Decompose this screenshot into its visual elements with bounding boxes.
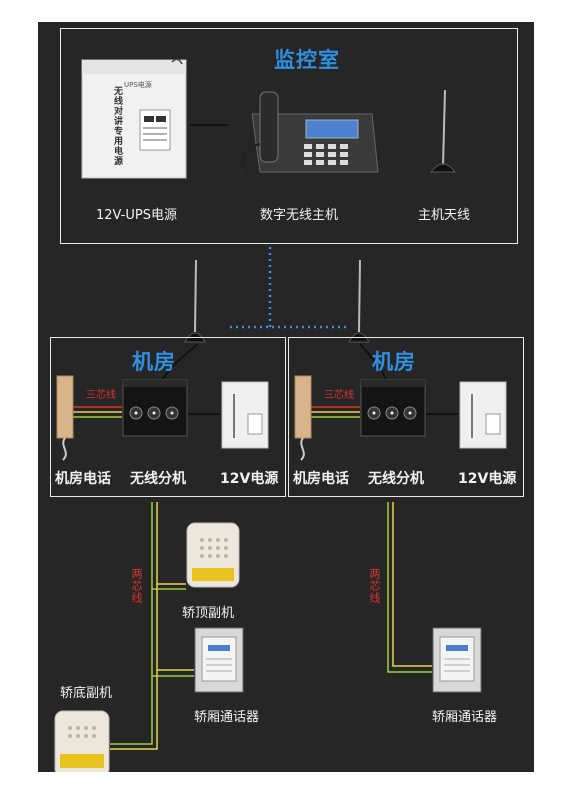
two-core-label-left: 两芯线: [130, 568, 143, 604]
machine-room-right-title: 机房: [372, 350, 416, 374]
machine-room-left-frame: [50, 337, 286, 497]
ups-label: 12V-UPS电源: [96, 208, 177, 223]
machine-room-phone-left: [55, 374, 77, 464]
pit-unit-label: 轿底副机: [60, 686, 113, 701]
three-core-label-right: 三芯线: [324, 390, 354, 401]
car-intercom-label-left: 轿厢通话器: [194, 710, 260, 725]
left-wire-yellow-pit: [110, 670, 158, 750]
antenna-label: 主机天线: [418, 208, 471, 223]
car-intercom-left: [194, 627, 244, 693]
wireless-extension-right: [360, 379, 426, 437]
wireless-host-device: [232, 84, 380, 180]
power-supply-right: [458, 378, 508, 450]
left-wire-yellow-car: [156, 584, 194, 671]
three-core-label-left: 三芯线: [86, 390, 116, 401]
wiring-layer: [71, 124, 458, 750]
left-wire-yellow-top: [156, 502, 186, 585]
right-wire-yellow: [392, 502, 432, 667]
machine-phone-label-left: 机房电话: [55, 471, 111, 487]
machine-room-left-title: 机房: [132, 350, 176, 374]
machine-room-antenna-right: [344, 258, 374, 344]
power-label-right: 12V电源: [458, 471, 517, 487]
pit-unit: [54, 710, 110, 772]
car-top-unit: [186, 522, 240, 588]
ups-brand-text: UPS电源: [124, 81, 152, 89]
car-intercom-right: [432, 627, 482, 693]
wireless-extension-left: [122, 379, 188, 437]
machine-room-antenna-left: [180, 258, 210, 344]
car-top-label: 轿顶副机: [182, 606, 235, 621]
host-label: 数字无线主机: [260, 208, 339, 223]
power-supply-left: [220, 378, 270, 450]
machine-room-right-frame: [288, 337, 524, 497]
extension-label-right: 无线分机: [368, 471, 424, 487]
host-antenna-device: [423, 86, 463, 178]
power-label-left: 12V电源: [220, 471, 279, 487]
two-core-label-right: 两芯线: [368, 568, 381, 604]
car-intercom-label-right: 轿厢通话器: [432, 710, 498, 725]
left-wire-green-pit: [110, 676, 153, 745]
control-room-frame: [60, 28, 518, 244]
extension-label-left: 无线分机: [130, 471, 186, 487]
control-room-title: 监控室: [274, 48, 340, 72]
diagram-canvas: 监控室 UPS电源 无线对讲专用电源: [38, 22, 534, 772]
machine-room-phone-right: [293, 374, 315, 464]
ups-device-text: 无线对讲专用电源: [112, 86, 122, 166]
right-wire-green: [387, 502, 432, 673]
machine-phone-label-right: 机房电话: [293, 471, 349, 487]
ups-power-device: UPS电源 无线对讲专用电源: [80, 56, 188, 180]
